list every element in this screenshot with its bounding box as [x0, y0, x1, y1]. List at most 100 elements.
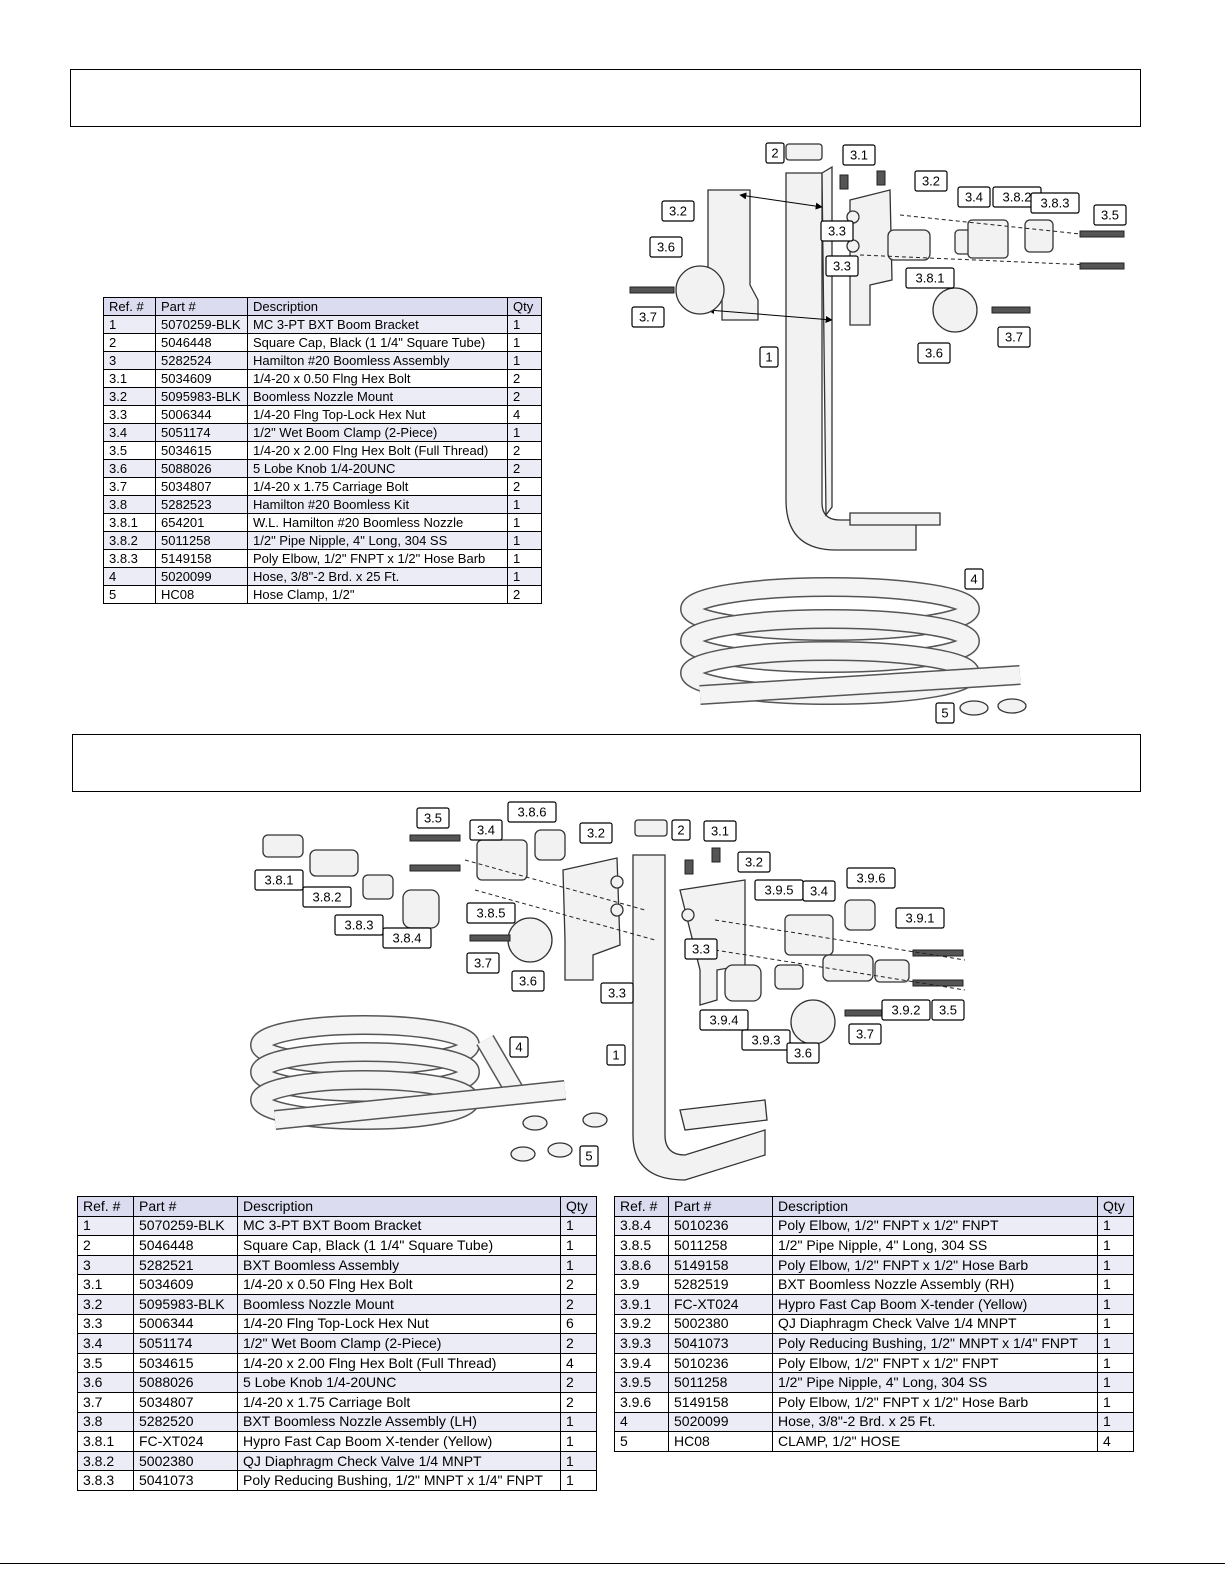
- cell-part-number: HC08: [155, 585, 248, 604]
- cell-description: Poly Elbow, 1/2" FNPT x 1/2" Hose Barb: [772, 1391, 1098, 1413]
- callout-label: 3.5: [931, 999, 965, 1021]
- carriage-bolt-right: [844, 1009, 886, 1017]
- cell-qty: 1: [1097, 1411, 1134, 1433]
- cell-description: 1/4-20 Flng Top-Lock Hex Nut: [237, 1313, 561, 1335]
- cell-ref: 3.9: [614, 1274, 669, 1295]
- top-bolt-1: [684, 859, 694, 875]
- cell-part-number: 5002380: [668, 1313, 773, 1335]
- cell-ref: 3.9.5: [614, 1372, 669, 1393]
- cell-ref: 3.9.6: [614, 1391, 669, 1413]
- svg-text:1: 1: [612, 1047, 619, 1062]
- cell-ref: 3.8.3: [103, 549, 156, 568]
- svg-text:3.2: 3.2: [745, 854, 763, 869]
- cell-part-number: 5149158: [668, 1254, 773, 1276]
- left-nozzle-mount: [562, 857, 621, 981]
- header-ref: Ref. #: [77, 1196, 134, 1217]
- cell-qty: 1: [1097, 1274, 1134, 1295]
- cell-part-number: 5095983-BLK: [155, 387, 248, 406]
- cell-ref: 3.8.2: [103, 531, 156, 550]
- boom-xtender-right: [874, 959, 910, 983]
- cell-ref: 3.3: [103, 405, 156, 424]
- cell-description: QJ Diaphragm Check Valve 1/4 MNPT: [237, 1450, 561, 1472]
- cell-ref: 3.9.2: [614, 1313, 669, 1335]
- cell-description: 1/2" Pipe Nipple, 4" Long, 304 SS: [772, 1235, 1098, 1256]
- svg-text:2: 2: [771, 145, 778, 160]
- callout-label: 5: [935, 702, 955, 724]
- cell-part-number: 5051174: [133, 1333, 238, 1354]
- cell-qty: 1: [1097, 1333, 1134, 1354]
- svg-text:4: 4: [515, 1039, 522, 1054]
- top-bolt-1: [839, 174, 849, 190]
- cell-description: Hose, 3/8"-2 Brd. x 25 Ft.: [772, 1411, 1098, 1433]
- cell-description: Hypro Fast Cap Boom X-tender (Yellow): [772, 1293, 1098, 1315]
- side-bolt-1: [1079, 230, 1125, 238]
- right-nozzle-mount: [849, 189, 893, 326]
- callout-label: 5: [579, 1145, 599, 1167]
- cell-ref: 3.8.5: [614, 1235, 669, 1256]
- cell-description: MC 3-PT BXT Boom Bracket: [247, 315, 508, 334]
- cell-qty: 1: [507, 423, 542, 442]
- cell-part-number: HC08: [668, 1431, 773, 1452]
- nut-2: [846, 239, 860, 253]
- cell-ref: 3.7: [77, 1391, 134, 1413]
- callout-label: 3.9.6: [846, 867, 896, 889]
- cell-description: Poly Elbow, 1/2" FNPT x 1/2" Hose Barb: [247, 549, 508, 568]
- header-qty: Qty: [1097, 1196, 1134, 1217]
- cell-part-number: 5041073: [668, 1333, 773, 1354]
- cell-qty: 1: [1097, 1372, 1134, 1393]
- elbow-top-left: [534, 829, 566, 861]
- cell-description: 5 Lobe Knob 1/4-20UNC: [237, 1372, 561, 1393]
- callout-label: 3.8.3: [1030, 192, 1080, 214]
- header-ref: Ref. #: [614, 1196, 669, 1217]
- callout-label: 3.2: [661, 200, 695, 222]
- cell-description: 1/4-20 x 2.00 Flng Hex Bolt (Full Thread…: [247, 441, 508, 460]
- nut-right: [681, 908, 695, 922]
- hose-coil: [680, 577, 1021, 705]
- svg-text:3.3: 3.3: [833, 258, 851, 273]
- knob-right: [932, 287, 978, 333]
- callout-label: 3.9.3: [741, 1029, 791, 1051]
- cell-description: Hose Clamp, 1/2": [247, 585, 508, 604]
- cell-qty: 2: [560, 1293, 597, 1315]
- cell-ref: 3.2: [103, 387, 156, 406]
- table-header-row: Ref. # Part # Description Qty: [103, 297, 542, 316]
- header-part: Part #: [668, 1196, 773, 1217]
- callout-label: 3.7: [466, 952, 500, 974]
- callout-label: 3.8.3: [334, 914, 384, 936]
- svg-text:3.8.5: 3.8.5: [477, 905, 506, 920]
- callout-label: 3.8.2: [992, 186, 1042, 208]
- cell-ref: 3.4: [77, 1333, 134, 1354]
- cell-qty: 1: [1097, 1352, 1134, 1374]
- hose-clamp-3: [510, 1146, 536, 1162]
- cell-ref: 3.9.4: [614, 1352, 669, 1374]
- cell-qty: 1: [507, 351, 542, 370]
- cell-part-number: 5010236: [668, 1352, 773, 1374]
- nozzle-body: [887, 229, 931, 261]
- header-qty: Qty: [560, 1196, 597, 1217]
- cell-part-number: 5020099: [155, 567, 248, 586]
- cell-description: 1/4-20 x 1.75 Carriage Bolt: [247, 477, 508, 496]
- cell-ref: 5: [103, 585, 156, 604]
- cell-part-number: 5010236: [668, 1215, 773, 1237]
- cell-qty: 2: [507, 387, 542, 406]
- cell-description: 1/4-20 x 0.50 Flng Hex Bolt: [237, 1274, 561, 1295]
- svg-text:3.7: 3.7: [1005, 329, 1023, 344]
- svg-text:3.6: 3.6: [794, 1045, 812, 1060]
- cell-qty: 4: [507, 405, 542, 424]
- cell-qty: 1: [507, 567, 542, 586]
- cell-qty: 2: [560, 1391, 597, 1413]
- callout-label: 3.2: [914, 170, 948, 192]
- cell-qty: 1: [1097, 1391, 1134, 1413]
- cell-qty: 1: [1097, 1254, 1134, 1276]
